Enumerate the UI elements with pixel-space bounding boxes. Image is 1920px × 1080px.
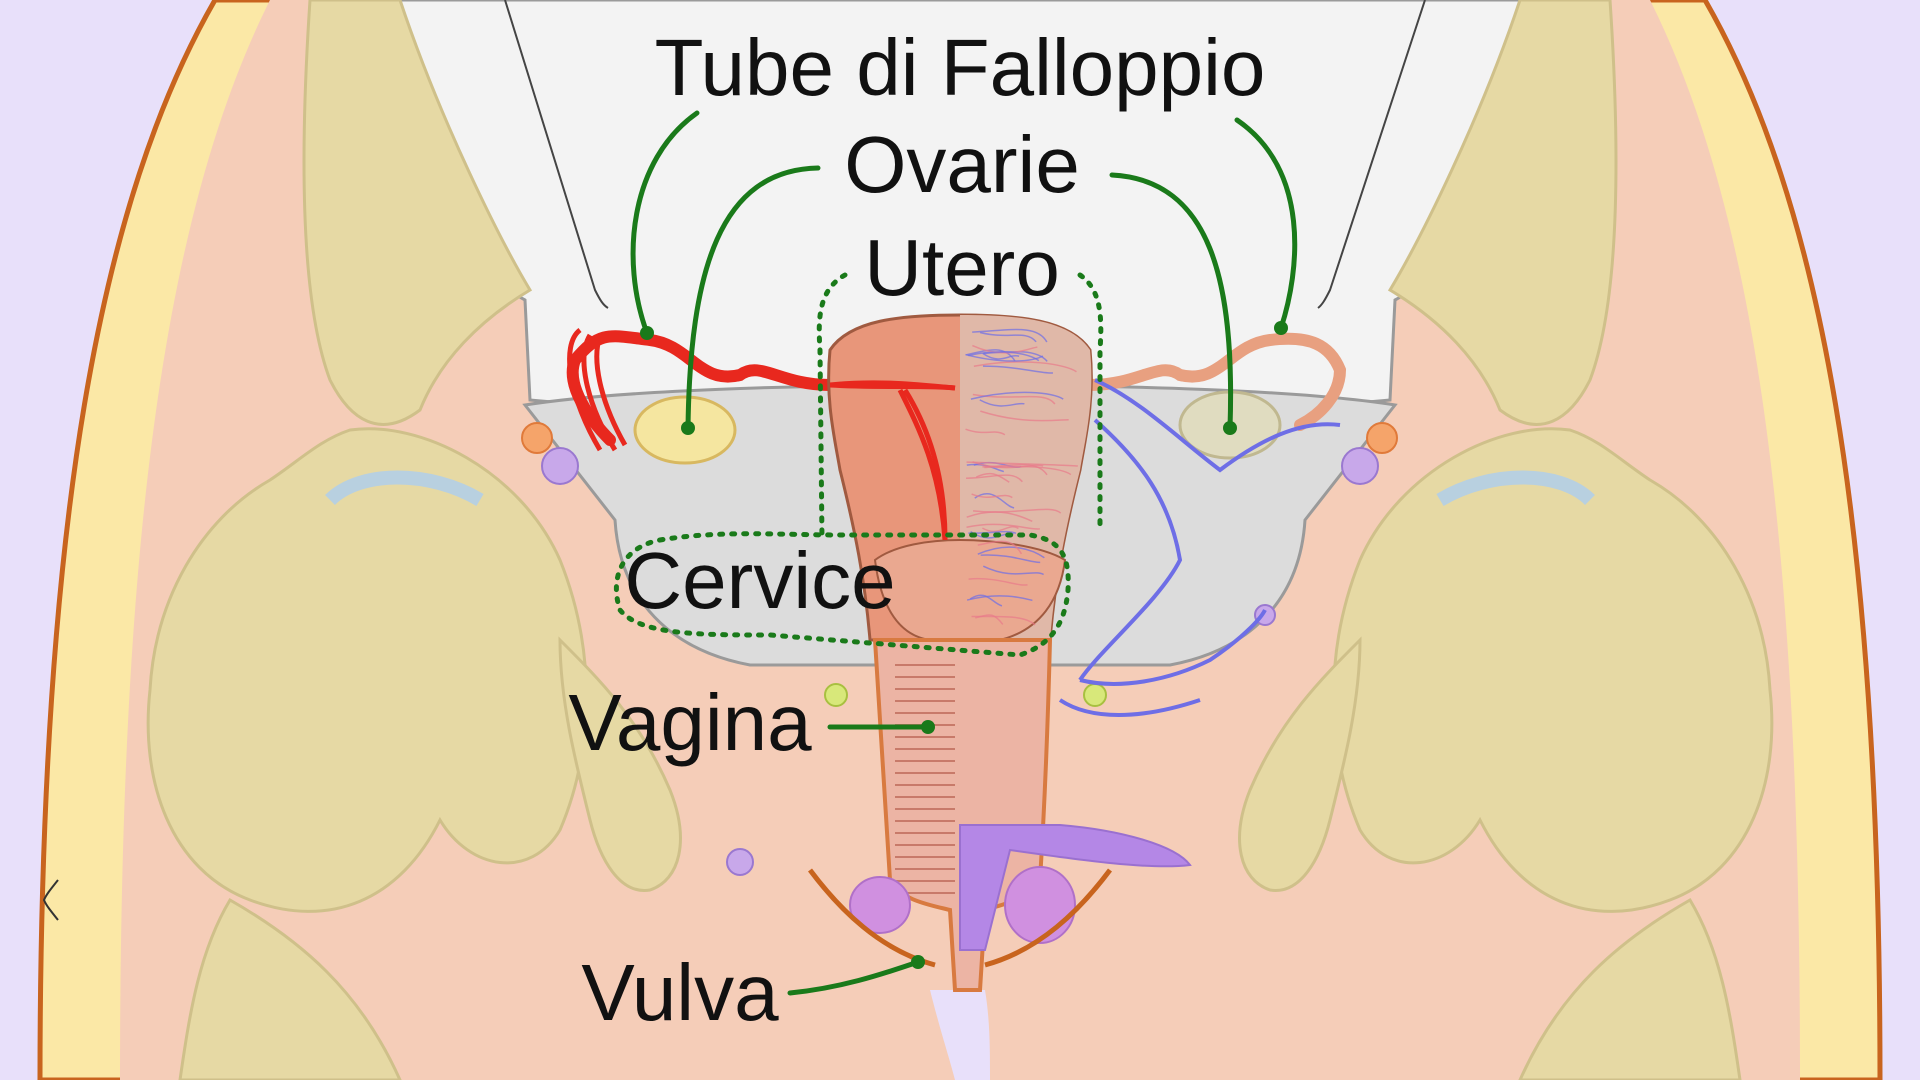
uterine-vessel xyxy=(983,353,1020,360)
leader-vagina-dot xyxy=(921,720,935,734)
left-pelvic-bone xyxy=(146,0,682,1080)
leader-tubes-left-dot xyxy=(640,326,654,340)
uterine-vessel xyxy=(972,508,1062,514)
leader-ovaries-right-dot xyxy=(1223,421,1237,435)
leader-tubes-right xyxy=(1234,117,1298,331)
uterine-vessel xyxy=(977,540,1023,555)
uterine-vessel xyxy=(968,351,1040,362)
vaginal-rugae xyxy=(895,664,955,894)
uterine-vessel xyxy=(975,614,1004,625)
label-fallopian-tubes: Tube di Falloppio xyxy=(655,23,1266,112)
uterine-vessel xyxy=(966,349,1016,362)
uterine-vessel xyxy=(979,331,1037,343)
leader-vulva-dot xyxy=(911,955,925,969)
leader-vulva xyxy=(787,959,921,996)
left-ligament-hook xyxy=(504,0,609,309)
uterine-vessel xyxy=(984,465,1072,476)
right-pelvic-bone xyxy=(1238,0,1774,1080)
uterine-vessel xyxy=(970,391,1064,400)
uterine-vessel xyxy=(968,577,1028,586)
right-fallopian-tube xyxy=(1084,332,1347,431)
uterine-vessel xyxy=(969,594,1003,607)
perineal-gap xyxy=(930,990,990,1080)
uterine-vessel xyxy=(965,353,1044,362)
leader-ovaries-left xyxy=(685,165,821,431)
leader-tubes-left xyxy=(630,110,700,336)
right-ligament-hook xyxy=(1317,0,1426,309)
uterine-vessel xyxy=(966,523,1041,530)
uterine-vessel xyxy=(966,474,1023,483)
uterine-vessel xyxy=(979,399,1025,407)
uterine-vessel xyxy=(977,546,1045,559)
uterine-vessel xyxy=(980,410,1069,422)
uterine-vessel xyxy=(982,526,1019,533)
edge-bracket-mark xyxy=(42,879,59,921)
label-leader-lines xyxy=(630,110,1298,996)
left-fimbriae xyxy=(567,328,628,452)
pelvic-veins xyxy=(1058,378,1341,717)
label-cervix: Cervice xyxy=(624,536,895,625)
uterine-vessel-network xyxy=(965,328,1078,626)
uterine-vessel xyxy=(966,461,1078,467)
uterine-vessel xyxy=(982,365,1054,374)
uterine-vessel xyxy=(971,493,1013,499)
cervix xyxy=(873,538,1067,641)
lymph-nodes xyxy=(521,422,1398,876)
vestibular-bulb-right xyxy=(1004,866,1076,944)
vestibular-bulb-left xyxy=(849,876,911,934)
uterine-vessel xyxy=(980,554,1041,564)
leader-tubes-right-dot xyxy=(1274,321,1288,335)
cervix-dotted-outline xyxy=(613,531,1071,658)
clitoris xyxy=(959,824,1192,951)
uterine-vessel xyxy=(966,511,1033,523)
leader-ovaries-right xyxy=(1109,172,1234,431)
uterine-vessel xyxy=(965,428,1006,436)
uterine-vessel xyxy=(973,361,1077,373)
right-hip-joint xyxy=(1436,470,1595,507)
label-vulva: Vulva xyxy=(581,948,779,1037)
label-ovaries: Ovarie xyxy=(844,120,1080,209)
uterine-artery xyxy=(829,382,956,541)
label-uterus: Utero xyxy=(864,223,1060,312)
label-vagina: Vagina xyxy=(568,678,812,767)
uterus-dotted-outline xyxy=(816,272,1104,543)
uterine-vessel xyxy=(966,595,1033,602)
leader-ovaries-left-dot xyxy=(681,421,695,435)
uterine-vessel xyxy=(975,472,1010,483)
left-hip-joint xyxy=(325,470,484,507)
uterine-vessel xyxy=(982,565,1044,576)
uterine-vessel xyxy=(972,328,1048,343)
